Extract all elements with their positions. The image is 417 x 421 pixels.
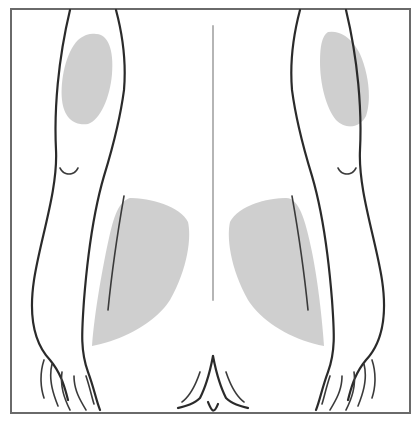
gluteal-area (178, 356, 248, 411)
left-buttock-zone (92, 198, 189, 346)
left-upper-arm-zone (62, 34, 113, 125)
right-buttock-zone (229, 198, 324, 346)
injection-zones (62, 32, 369, 346)
right-upper-arm-zone (320, 32, 369, 127)
